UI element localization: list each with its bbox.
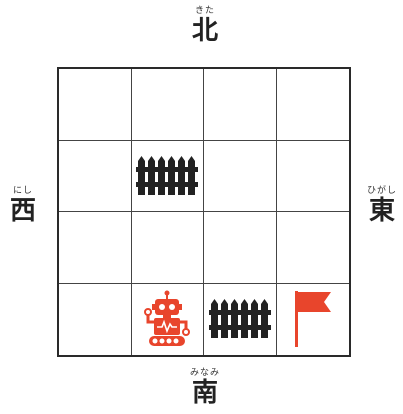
fence-icon bbox=[208, 298, 271, 340]
direction-north-ruby: きた bbox=[194, 6, 215, 16]
board-cell-r0-c0[interactable] bbox=[59, 69, 132, 141]
board-cell-r2-c0[interactable] bbox=[59, 212, 132, 284]
board-cell-r2-c3[interactable] bbox=[276, 212, 349, 284]
board-cell-r1-c0[interactable] bbox=[59, 140, 132, 212]
board-cell-r3-c1[interactable] bbox=[132, 283, 204, 355]
board-cell-r2-c2[interactable] bbox=[204, 212, 277, 284]
board-cell-r2-c1[interactable] bbox=[131, 212, 204, 284]
direction-south-ruby: みなみ bbox=[189, 368, 220, 378]
fence-icon bbox=[136, 155, 199, 197]
direction-west: にし 西 bbox=[2, 186, 44, 226]
board-cell-r1-c2[interactable] bbox=[204, 140, 277, 212]
board-cell-r0-c3[interactable] bbox=[276, 69, 349, 141]
board-cell-r1-c3[interactable] bbox=[276, 141, 349, 212]
board-cell-r1-c1[interactable] bbox=[131, 140, 204, 212]
board-cell-r3-c2[interactable] bbox=[204, 283, 277, 355]
direction-west-ruby: にし bbox=[12, 186, 33, 196]
board-cell-r3-c3[interactable] bbox=[277, 284, 350, 356]
direction-north-label: 北 bbox=[191, 16, 218, 46]
flag-icon bbox=[291, 289, 335, 349]
robot-icon bbox=[142, 290, 192, 348]
direction-south-label: 南 bbox=[191, 378, 218, 408]
direction-east: ひがし 東 bbox=[362, 186, 402, 226]
direction-north: きた 北 bbox=[181, 6, 229, 46]
direction-south: みなみ 南 bbox=[180, 368, 230, 408]
direction-west-label: 西 bbox=[9, 196, 36, 226]
board-cell-r3-c0[interactable] bbox=[59, 283, 132, 355]
board-cell-r0-c2[interactable] bbox=[204, 69, 277, 141]
board-cell-r0-c1[interactable] bbox=[131, 69, 204, 141]
direction-east-label: 東 bbox=[368, 196, 395, 226]
game-board bbox=[57, 67, 351, 357]
direction-east-ruby: ひがし bbox=[366, 186, 397, 196]
